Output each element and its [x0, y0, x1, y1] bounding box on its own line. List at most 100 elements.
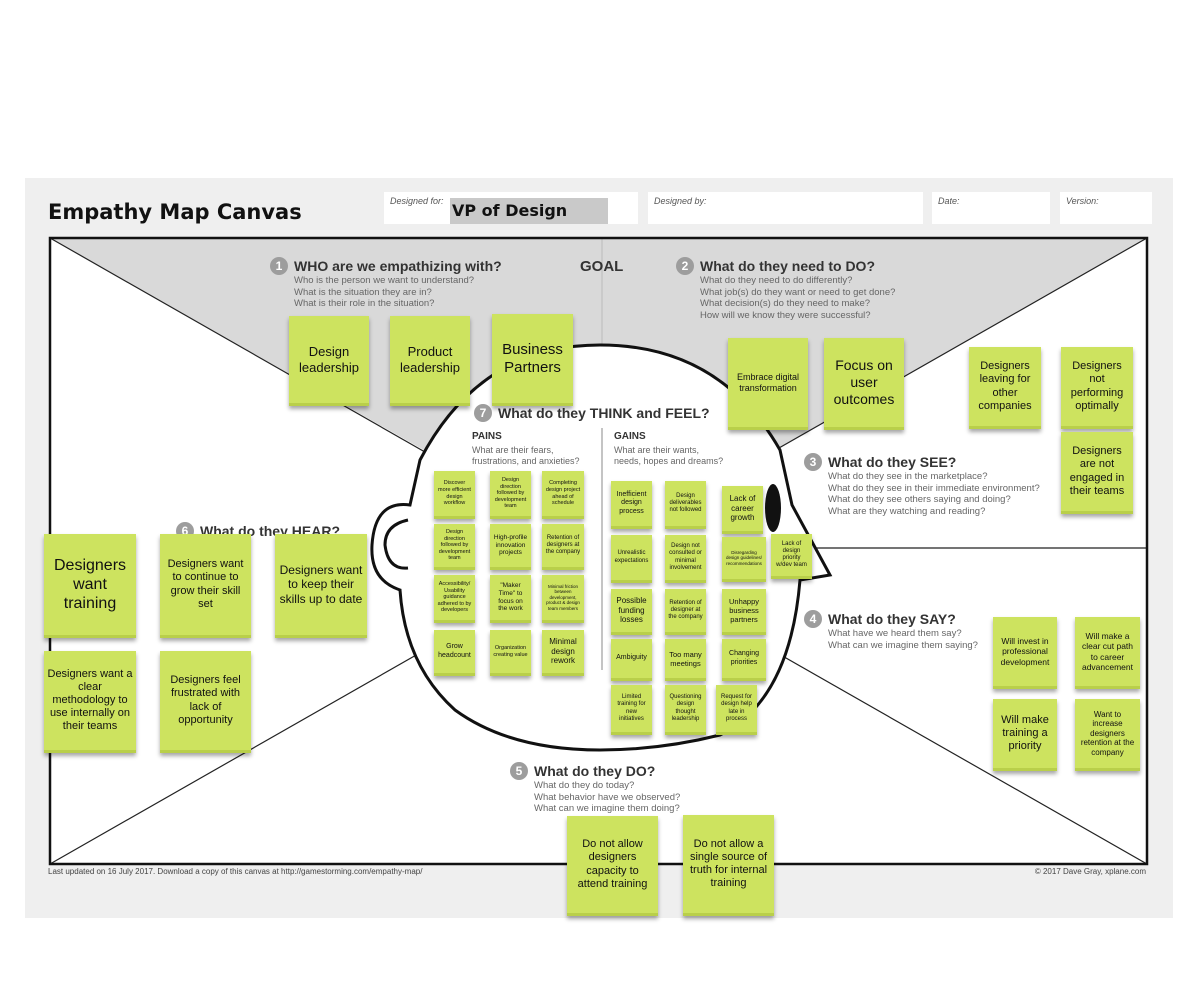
- sticky-note[interactable]: Designers want to continue to grow their…: [160, 534, 251, 638]
- section-question: What do they see in their immediate envi…: [828, 482, 1040, 494]
- section-number: 7: [474, 404, 492, 422]
- sticky-note[interactable]: High-profile innovation projects: [490, 524, 531, 570]
- sticky-note[interactable]: Product leadership: [390, 316, 470, 406]
- section-heading: What do they need to DO?: [700, 258, 875, 274]
- sticky-note[interactable]: "Maker Time" to focus on the work: [490, 575, 531, 623]
- section-who: 1 WHO are we empathizing with? Who is the…: [270, 257, 502, 310]
- section-question: What are they watching and reading?: [828, 505, 986, 517]
- sticky-note[interactable]: Will make training a priority: [993, 699, 1057, 771]
- section-do: 5 What do they DO? What do they do today?…: [510, 762, 680, 815]
- sticky-note[interactable]: Do not allow designers capacity to atten…: [567, 816, 658, 916]
- sticky-note[interactable]: Designers leaving for other companies: [969, 347, 1041, 429]
- section-question: What can we imagine them doing?: [534, 803, 680, 815]
- sticky-note[interactable]: Limited training for new initiatives: [611, 685, 652, 735]
- section-number: 5: [510, 762, 528, 780]
- section-question: What do they see others saying and doing…: [828, 494, 1011, 506]
- sticky-note[interactable]: Ambiguity: [611, 639, 652, 681]
- sticky-note[interactable]: Want to increase designers retention at …: [1075, 699, 1140, 771]
- section-question: What do they need to do differently?: [700, 275, 853, 287]
- sticky-note[interactable]: Designers are not engaged in their teams: [1061, 432, 1133, 514]
- sticky-note[interactable]: Do not allow a single source of truth fo…: [683, 815, 774, 916]
- sticky-note[interactable]: Focus on user outcomes: [824, 338, 904, 430]
- section-number: 3: [804, 453, 822, 471]
- section-question: How will we know they were successful?: [700, 309, 871, 321]
- sticky-note[interactable]: Retention of designers at the company: [542, 524, 584, 570]
- sticky-note[interactable]: Will invest in professional development: [993, 617, 1057, 689]
- sticky-note[interactable]: Retention of designer at the company: [665, 589, 706, 635]
- sticky-note[interactable]: Lack of career growth: [722, 486, 763, 534]
- sticky-note[interactable]: Inefficient design process: [611, 481, 652, 529]
- section-do-need: 2 What do they need to DO? What do they n…: [676, 257, 895, 321]
- sticky-note[interactable]: Design not consulted or minimal involvem…: [665, 535, 706, 583]
- section-question: What is the situation they are in?: [294, 286, 432, 298]
- section-heading: What do they SEE?: [828, 454, 957, 470]
- section-think-feel: 7 What do they THINK and FEEL?: [474, 404, 710, 422]
- sticky-note[interactable]: Designers feel frustrated with lack of o…: [160, 651, 251, 753]
- date-field[interactable]: Date:: [932, 192, 1050, 224]
- head-outline: [370, 343, 833, 752]
- section-question: What have we heard them say?: [828, 628, 962, 640]
- section-number: 4: [804, 610, 822, 628]
- gains-question: What are their wants,needs, hopes and dr…: [614, 445, 724, 466]
- pains-question: What are their fears,frustrations, and a…: [472, 445, 580, 466]
- section-question: What can we imagine them saying?: [828, 639, 978, 651]
- section-question: What behavior have we observed?: [534, 791, 681, 803]
- sticky-note[interactable]: Too many meetings: [665, 639, 706, 681]
- section-number: 2: [676, 257, 694, 275]
- sticky-note[interactable]: Design leadership: [289, 316, 369, 406]
- sticky-note[interactable]: Possible funding losses: [611, 589, 652, 635]
- section-say: 4 What do they SAY? What have we heard th…: [804, 610, 978, 651]
- section-number: 1: [270, 257, 288, 275]
- sticky-note[interactable]: Business Partners: [492, 314, 573, 406]
- sticky-note[interactable]: Designers want training: [44, 534, 136, 638]
- sticky-note[interactable]: Minimal friction between development, pr…: [542, 575, 584, 623]
- sticky-note[interactable]: Discover more efficient design workflow: [434, 471, 475, 519]
- section-heading: What do they THINK and FEEL?: [498, 405, 710, 421]
- footer-copyright: © 2017 Dave Gray, xplane.com: [1034, 867, 1146, 876]
- sticky-note[interactable]: Accessibility/ Usability guidance adhere…: [434, 575, 475, 623]
- sticky-note[interactable]: Lack of design priority w/dev team: [771, 534, 812, 579]
- section-heading: What do they SAY?: [828, 611, 956, 627]
- designed-for-label: Designed for:: [390, 196, 444, 206]
- section-question: Who is the person we want to understand?: [294, 275, 475, 287]
- sticky-note[interactable]: Embrace digital transformation: [728, 338, 808, 430]
- sticky-note[interactable]: Organization creating value: [490, 630, 531, 676]
- ear-icon: [383, 518, 409, 570]
- section-heading: What do they DO?: [534, 763, 656, 779]
- sticky-note[interactable]: Disregarding design guidelines/ recommen…: [722, 537, 766, 582]
- designed-for-value[interactable]: VP of Design: [450, 198, 608, 224]
- sticky-note[interactable]: Minimal design rework: [542, 630, 584, 676]
- section-see: 3 What do they SEE? What do they see in t…: [804, 453, 1040, 517]
- version-label: Version:: [1066, 196, 1099, 206]
- footer-note: Last updated on 16 July 2017. Download a…: [48, 867, 423, 876]
- sticky-note[interactable]: Grow headcount: [434, 630, 475, 676]
- section-question: What do they do today?: [534, 780, 635, 792]
- gains-label: GAINS: [614, 431, 646, 442]
- date-label: Date:: [938, 196, 960, 206]
- designed-by-label: Designed by:: [654, 196, 707, 206]
- sticky-note[interactable]: Design deliverables not followed: [665, 481, 706, 529]
- eye-icon: [765, 484, 781, 532]
- section-question: What decision(s) do they need to make?: [700, 298, 871, 310]
- sticky-note[interactable]: Request for design help late in process: [716, 685, 757, 735]
- sticky-note[interactable]: Design direction followed by development…: [490, 471, 531, 519]
- sticky-note[interactable]: Designers want a clear methodology to us…: [44, 651, 136, 753]
- sticky-note[interactable]: Changing priorities: [722, 639, 766, 681]
- sticky-note[interactable]: Designers not performing optimally: [1061, 347, 1133, 429]
- page-title: Empathy Map Canvas: [48, 200, 302, 224]
- goal-label: GOAL: [580, 258, 624, 275]
- section-heading: WHO are we empathizing with?: [294, 258, 502, 274]
- sticky-note[interactable]: Will make a clear cut path to career adv…: [1075, 617, 1140, 689]
- sticky-note[interactable]: Questioning design thought leadership: [665, 685, 706, 735]
- sticky-note[interactable]: Unrealistic expectations: [611, 535, 652, 583]
- section-question: What do they see in the marketplace?: [828, 471, 988, 483]
- section-question: What is their role in the situation?: [294, 298, 435, 310]
- pains-label: PAINS: [472, 431, 502, 442]
- designed-by-field[interactable]: Designed by:: [648, 192, 923, 224]
- version-field[interactable]: Version:: [1060, 192, 1152, 224]
- sticky-note[interactable]: Unhappy business partners: [722, 589, 766, 635]
- sticky-note[interactable]: Design direction followed by development…: [434, 524, 475, 570]
- section-question: What job(s) do they want or need to get …: [700, 286, 896, 298]
- sticky-note[interactable]: Completing design project ahead of sched…: [542, 471, 584, 519]
- sticky-note[interactable]: Designers want to keep their skills up t…: [275, 534, 367, 638]
